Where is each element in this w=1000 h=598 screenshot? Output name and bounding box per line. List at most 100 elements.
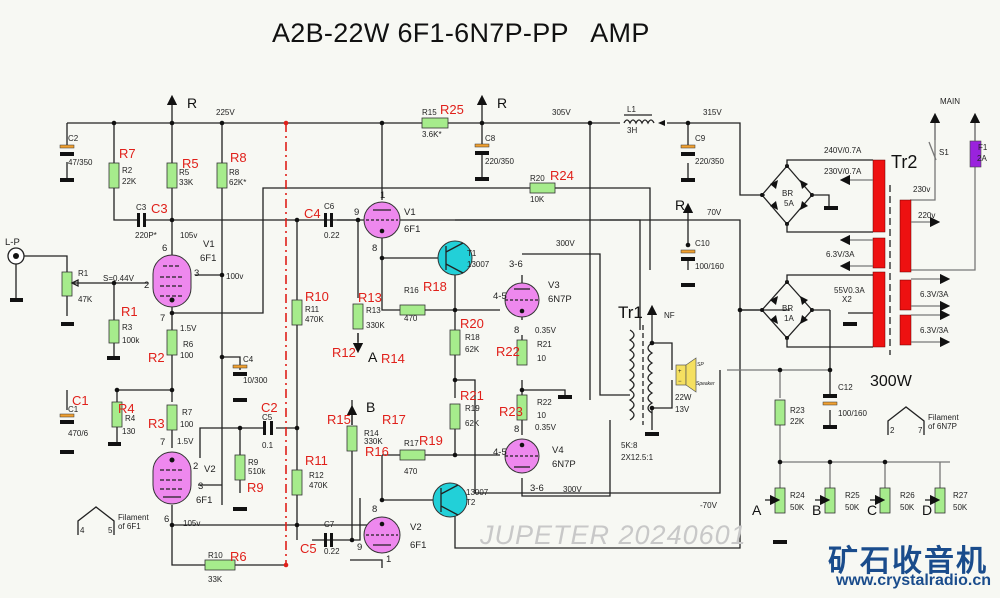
schematic-label: R5 bbox=[179, 168, 190, 177]
schematic-shape bbox=[399, 449, 426, 461]
schematic-shape bbox=[774, 487, 786, 514]
schematic-shape bbox=[381, 455, 440, 501]
schematic-shape bbox=[216, 162, 228, 189]
schematic-label: 10/300 bbox=[243, 376, 268, 385]
schematic-shape bbox=[60, 450, 74, 454]
schematic-label: 6N7P bbox=[548, 294, 572, 305]
schematic-label: 3-6 bbox=[530, 483, 544, 494]
schematic-shape bbox=[111, 280, 117, 286]
schematic-label: R19 bbox=[419, 433, 443, 448]
schematic-label: 470K bbox=[305, 315, 324, 324]
schematic-label: 100/160 bbox=[695, 262, 724, 271]
schematic-label: R20 bbox=[530, 174, 545, 183]
schematic-shape bbox=[352, 303, 364, 330]
schematic-shape bbox=[77, 506, 115, 535]
schematic-shape bbox=[219, 354, 225, 360]
schematic-label: 6F1 bbox=[200, 253, 216, 264]
inductor-l1: L1 3H bbox=[623, 105, 665, 135]
schematic-label: 62K bbox=[465, 419, 480, 428]
schematic-label: R1 bbox=[121, 304, 138, 319]
transistors: T1 13007 13007 T2 bbox=[432, 240, 490, 518]
schematic-label: R4 bbox=[125, 414, 136, 423]
schematic-shape bbox=[827, 367, 833, 373]
output-transformer-tr1: Tr1 NF 5K:8 2X12.5:1 + − SP Speaker 22W … bbox=[618, 303, 715, 462]
schematic-label: 8 bbox=[514, 424, 519, 435]
schematic-shape bbox=[421, 117, 449, 129]
schematic-label: 2 bbox=[890, 426, 895, 435]
tube-v3-6n7p: 3-6 4-5 8 V3 6N7P bbox=[493, 259, 572, 336]
schematic-shape bbox=[234, 454, 246, 481]
schematic-label: R13 bbox=[366, 306, 381, 315]
schematic-label: R18 bbox=[423, 279, 447, 294]
schematic-shape bbox=[166, 329, 178, 356]
schematic-label: R24 bbox=[550, 168, 574, 183]
rail-markers: R R R A B 225V 305V 315V 70V 300V 300V 1… bbox=[103, 94, 722, 528]
schematic-label: 62K* bbox=[229, 178, 246, 187]
schematic-shape bbox=[199, 427, 263, 458]
schematic-label: of 6N7P bbox=[928, 422, 957, 431]
schematic-label: 100 bbox=[180, 351, 194, 360]
schematic-shape bbox=[658, 120, 665, 126]
schematic-label: V2 bbox=[410, 522, 422, 533]
schematic-shape bbox=[379, 255, 385, 261]
schematic-label: R26 bbox=[900, 491, 915, 500]
schematic-label: MAIN bbox=[940, 97, 960, 106]
power-switch-s1[interactable]: S1 bbox=[928, 141, 949, 161]
schematic-label: C2 bbox=[68, 134, 79, 143]
transistor-t1: T1 13007 bbox=[437, 240, 490, 276]
schematic-label: 33K bbox=[208, 575, 223, 584]
junction-dots bbox=[111, 120, 888, 568]
schematic-label: 3 bbox=[198, 481, 203, 492]
schematic-label: L1 bbox=[627, 105, 636, 114]
schematic-shape bbox=[152, 451, 192, 505]
tube-v2-6f1-input: 7 2 3 6 V2 6F1 bbox=[152, 437, 216, 525]
schematic-shape bbox=[13, 253, 19, 259]
schematic-shape bbox=[237, 425, 243, 431]
schematic-label: 50K bbox=[845, 503, 860, 512]
schematic-shape bbox=[475, 177, 489, 181]
schematic-shape bbox=[774, 399, 786, 426]
schematic-shape bbox=[294, 522, 300, 528]
schematic-label: R5 bbox=[182, 156, 199, 171]
schematic-label: 55V0.3A bbox=[834, 286, 865, 295]
schematic-shape bbox=[233, 507, 247, 511]
schematic-label: 100/160 bbox=[838, 409, 867, 418]
schematic-shape bbox=[349, 537, 355, 543]
schematic-label: 3 bbox=[194, 268, 199, 279]
schematic-label: 10K bbox=[530, 195, 545, 204]
schematic-label: 240V/0.7A bbox=[824, 146, 862, 155]
schematic-label: C1 bbox=[72, 393, 89, 408]
schematic-label: C1 bbox=[68, 405, 79, 414]
rail-label-b: B bbox=[366, 399, 375, 415]
schematic-shape bbox=[60, 420, 74, 424]
schematic-shape bbox=[887, 406, 925, 435]
input-jack[interactable]: L-P bbox=[5, 237, 25, 302]
schematic-shape bbox=[61, 271, 73, 297]
schematic-label: R9 bbox=[247, 480, 264, 495]
schematic-shape bbox=[879, 487, 891, 514]
site-logo-url[interactable]: www.crystalradio.cn bbox=[836, 572, 992, 589]
schematic-shape bbox=[651, 342, 673, 430]
schematic-label: R18 bbox=[465, 333, 480, 342]
schematic-shape bbox=[452, 307, 458, 313]
schematic-label: 4 bbox=[80, 526, 85, 535]
schematic-label: R3 bbox=[148, 416, 165, 431]
schematic-shape bbox=[172, 187, 550, 314]
schematic-label: R6 bbox=[183, 340, 194, 349]
schematic-label: 2A bbox=[977, 154, 987, 163]
schematic-label: 3.6K* bbox=[422, 130, 442, 139]
tube-v2-6f1-driver: 8 9 1 V2 6F1 bbox=[357, 504, 426, 565]
schematic-label: R27 bbox=[953, 491, 968, 500]
voltage-label: 305V bbox=[552, 108, 571, 117]
schematic-label: 22W bbox=[675, 393, 692, 402]
schematic-shape bbox=[773, 540, 787, 544]
